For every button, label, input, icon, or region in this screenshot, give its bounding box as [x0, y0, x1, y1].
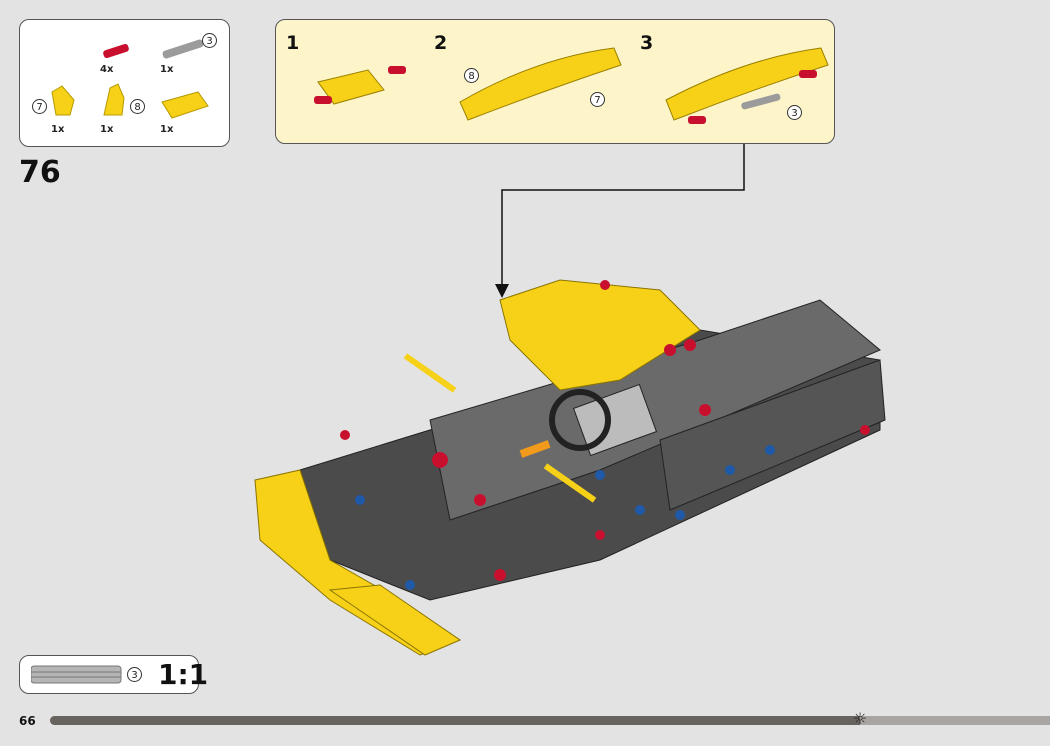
qty-label: 1x	[160, 64, 174, 75]
axle-scale-icon	[31, 665, 122, 684]
substeps-box: 1 2 3 8 7 3	[275, 19, 835, 144]
yellow-connector-icon	[51, 85, 75, 116]
arrow-head-icon	[495, 284, 509, 298]
qty-label: 4x	[100, 64, 114, 75]
progress-fill	[50, 716, 860, 725]
substep-number: 2	[434, 32, 448, 54]
substep-number: 3	[640, 32, 654, 54]
qty-label: 1x	[100, 124, 114, 135]
page-number: 66	[19, 714, 36, 728]
red-pin-icon	[103, 43, 129, 59]
parts-illustrations	[51, 39, 209, 119]
qty-label: 1x	[160, 124, 174, 135]
sun-icon: ☼	[852, 709, 868, 728]
substep-illustrations	[314, 47, 829, 124]
scale-ratio: 1:1	[158, 658, 209, 691]
size-callout: 8	[130, 99, 145, 114]
size-callout: 3	[127, 667, 142, 682]
step-number: 76	[19, 155, 61, 190]
scale-reference-box: 3 1:1	[19, 655, 208, 694]
yellow-panel-icon	[161, 91, 209, 119]
size-callout: 7	[32, 99, 47, 114]
progress-bar: ☼	[50, 709, 1050, 728]
size-callout: 3	[787, 105, 802, 120]
callout-arrow-line	[501, 144, 745, 290]
size-callout: 8	[464, 68, 479, 83]
parts-list-box: 4x 1x 3 1x 7 1x 8 1x	[19, 19, 230, 147]
qty-label: 1x	[51, 124, 65, 135]
grey-axle-icon	[162, 39, 204, 59]
size-callout: 7	[590, 92, 605, 107]
substep-number: 1	[286, 32, 300, 54]
yellow-connector-icon	[103, 83, 125, 116]
size-callout: 3	[202, 33, 217, 48]
